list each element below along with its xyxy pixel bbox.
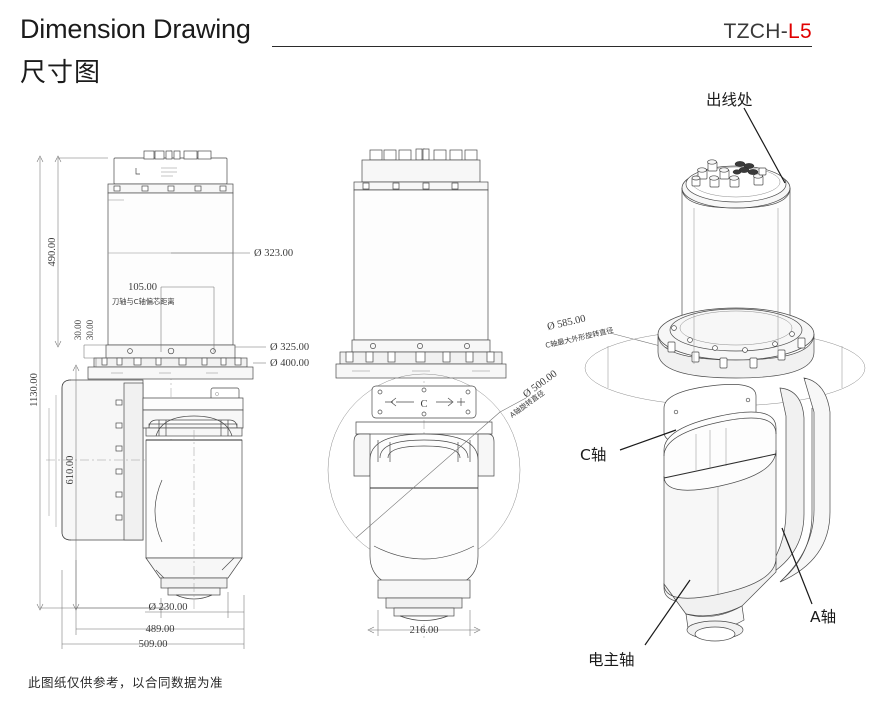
model-code-prefix: TZCH- — [723, 20, 789, 43]
dim-label-dia-400: Ø 400.00 — [270, 358, 309, 369]
nameplate-letter-mid: C — [420, 399, 427, 410]
dim-label-len-105: 105.00 — [128, 282, 157, 293]
dim-label-dia-325: Ø 325.00 — [270, 342, 309, 353]
disclaimer-note: 此图纸仅供参考，以合同数据为准 — [28, 675, 224, 690]
header-divider — [272, 46, 812, 47]
callout-c-axis: C轴 — [580, 446, 607, 464]
front-elevation-view: Ø 323.00 Ø 325.00 Ø 400.00 Ø 230.00 105.… — [16, 140, 316, 660]
callout-wire-outlet: 出线处 — [706, 91, 753, 109]
callout-a-axis: A轴 — [810, 608, 837, 626]
model-code-suffix: L5 — [788, 20, 812, 43]
model-code: TZCH-L5 — [724, 20, 812, 44]
dim-label-len-509: 509.00 — [139, 639, 168, 650]
dim-label-dia-323: Ø 323.00 — [254, 248, 293, 259]
side-elevation-view: C 216. — [327, 140, 650, 660]
callout-motor-spindle: 电主轴 — [588, 651, 635, 669]
page-title-english: Dimension Drawing — [20, 14, 251, 44]
isometric-3d-view: C — [540, 78, 874, 678]
dim-note-105: 刀轴与C轴偏芯距离 — [112, 297, 175, 306]
dim-label-len-489: 489.00 — [146, 624, 175, 635]
page-title-chinese: 尺寸图 — [20, 58, 102, 88]
dim-label-len-216: 216.00 — [410, 625, 439, 636]
dim-label-len-1130: 1130.00 — [29, 373, 40, 407]
dia-585-annotation: Ø 585.00 C轴最大外形旋转直径 — [540, 300, 740, 390]
dim-label-dia-230: Ø 230.00 — [148, 602, 187, 613]
dim-label-len-610: 610.00 — [65, 456, 76, 485]
dim-label-len-30b: 30.00 — [85, 319, 95, 340]
dim-label-len-490: 490.00 — [47, 238, 58, 267]
dim-label-len-30a: 30.00 — [73, 319, 83, 340]
